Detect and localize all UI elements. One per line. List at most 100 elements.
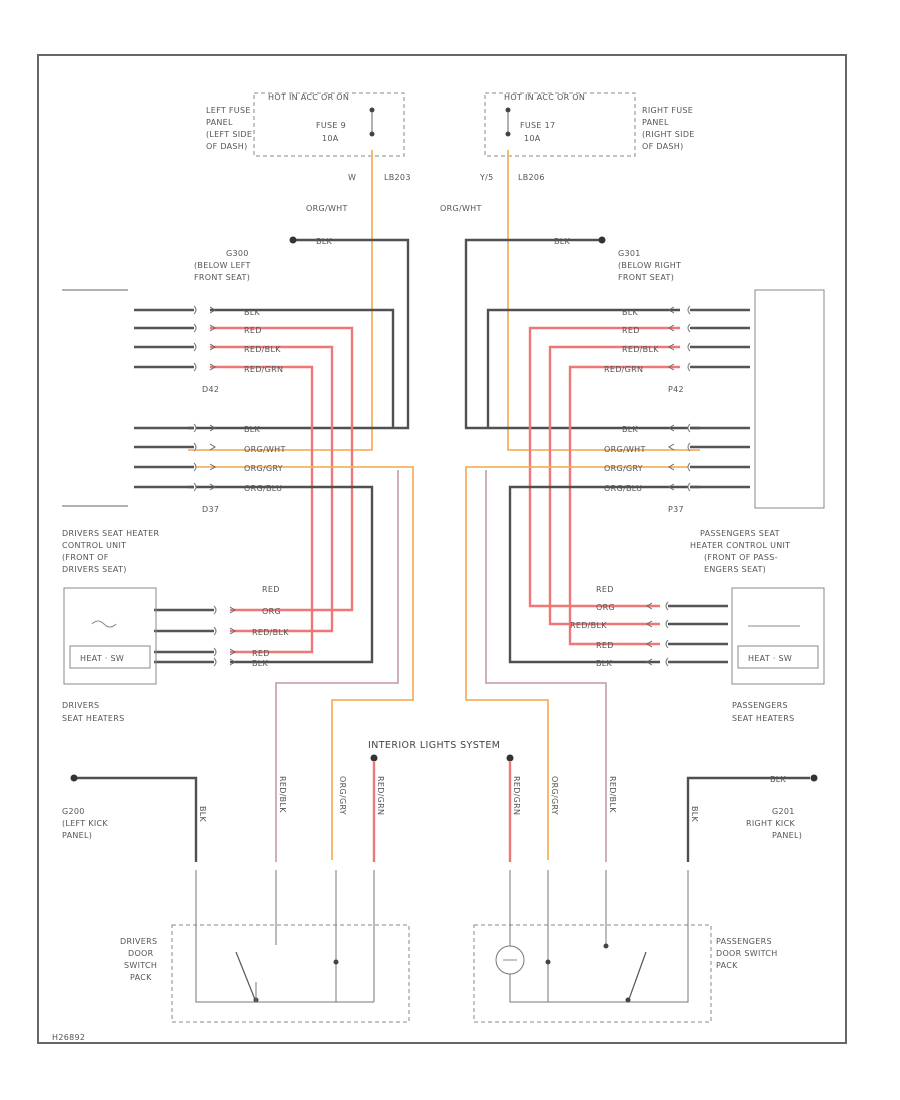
right-control-unit: PASSENGERS SEAT HEATER CONTROL UNIT (FRO… bbox=[690, 529, 825, 685]
connector-pin bbox=[668, 342, 750, 352]
svg-text:10A: 10A bbox=[322, 134, 339, 143]
left-d37-label: ORG/WHT bbox=[244, 445, 286, 454]
vertical-wire-label: BLK bbox=[690, 806, 699, 823]
right-p42-redblk bbox=[548, 345, 680, 626]
left-heater-title: DRIVERS bbox=[62, 701, 99, 710]
vertical-wire-label: RED/GRN bbox=[512, 776, 521, 815]
svg-text:OF DASH): OF DASH) bbox=[206, 142, 248, 151]
svg-text:PASSENGERS: PASSENGERS bbox=[716, 937, 772, 946]
svg-text:DRIVERS SEAT): DRIVERS SEAT) bbox=[62, 565, 127, 574]
feed-right-wire: ORG/WHT bbox=[440, 204, 482, 213]
connector-pin bbox=[134, 323, 216, 333]
svg-text:DRIVERS: DRIVERS bbox=[120, 937, 157, 946]
left-d42-blk bbox=[210, 308, 395, 428]
right-p37-label: BLK bbox=[622, 425, 639, 434]
svg-text:PANEL): PANEL) bbox=[62, 831, 92, 840]
right-module-box bbox=[754, 289, 825, 509]
svg-text:(FRONT OF: (FRONT OF bbox=[62, 553, 109, 562]
vertical-wire-label: ORG/GRY bbox=[550, 776, 559, 815]
right-kick-ground-wire bbox=[686, 776, 810, 862]
right-ground-symbol bbox=[598, 236, 606, 244]
left-fuse-block: HOT IN ACC OR ON FUSE 9 10A LEFT FUSE PA… bbox=[206, 92, 405, 157]
svg-text:10A: 10A bbox=[524, 134, 541, 143]
right-p37-orggry bbox=[465, 466, 700, 860]
svg-text:G200: G200 bbox=[62, 807, 85, 816]
left-d37-orgblu bbox=[188, 485, 374, 664]
svg-text:(FRONT OF PASS-: (FRONT OF PASS- bbox=[704, 553, 778, 562]
connector-pin bbox=[668, 482, 750, 492]
svg-text:ORG: ORG bbox=[262, 607, 281, 616]
right-door-switch-pack: PASSENGERS DOOR SWITCH PACK bbox=[473, 870, 778, 1023]
svg-text:RIGHT KICK: RIGHT KICK bbox=[746, 819, 795, 828]
left-ground-wire bbox=[188, 238, 410, 430]
svg-text:G201: G201 bbox=[772, 807, 795, 816]
right-p37-id: P37 bbox=[668, 505, 684, 514]
svg-text:FRONT SEAT): FRONT SEAT) bbox=[618, 273, 674, 282]
right-p42-id: P42 bbox=[668, 385, 684, 394]
right-feed-wire bbox=[507, 150, 700, 451]
left-pink-wire bbox=[275, 470, 399, 862]
left-d37-label: BLK bbox=[244, 425, 261, 434]
connector-pin bbox=[134, 362, 216, 372]
left-heater-title: SEAT HEATERS bbox=[62, 714, 125, 723]
svg-text:FRONT SEAT): FRONT SEAT) bbox=[194, 273, 250, 282]
svg-text:G301: G301 bbox=[618, 249, 641, 258]
connector-pin bbox=[668, 305, 750, 315]
interior-lights-label: INTERIOR LIGHTS SYSTEM bbox=[368, 740, 500, 751]
svg-text:FUSE 17: FUSE 17 bbox=[520, 121, 555, 130]
connector-pin bbox=[668, 323, 750, 333]
svg-text:RED: RED bbox=[252, 649, 270, 658]
svg-text:SWITCH: SWITCH bbox=[124, 961, 157, 970]
left-d42-label: RED bbox=[244, 326, 262, 335]
right-connector-pins bbox=[646, 305, 750, 667]
connector-pin bbox=[154, 626, 236, 636]
svg-text:(LEFT KICK: (LEFT KICK bbox=[62, 819, 108, 828]
left-d37-id: D37 bbox=[202, 505, 219, 514]
connector-pin bbox=[646, 657, 728, 667]
connector-pin bbox=[154, 647, 236, 657]
svg-text:HEAT · SW: HEAT · SW bbox=[748, 654, 792, 663]
right-fuse-block: HOT IN ACC OR ON FUSE 17 10A RIGHT FUSE … bbox=[484, 92, 694, 157]
left-d37-label: ORG/BLU bbox=[244, 484, 282, 493]
svg-text:(BELOW LEFT: (BELOW LEFT bbox=[194, 261, 251, 270]
vertical-wire-label: RED/BLK bbox=[278, 776, 287, 813]
connector-pin bbox=[646, 639, 728, 649]
svg-text:ENGERS SEAT): ENGERS SEAT) bbox=[704, 565, 766, 574]
right-p42-blk bbox=[486, 308, 680, 428]
svg-text:DOOR SWITCH: DOOR SWITCH bbox=[716, 949, 778, 958]
svg-text:DOOR: DOOR bbox=[128, 949, 154, 958]
connector-pin bbox=[668, 423, 750, 433]
svg-text:RED/BLK: RED/BLK bbox=[570, 621, 607, 630]
connector-pin bbox=[134, 462, 216, 472]
connector-pin bbox=[668, 362, 750, 372]
connector-pin bbox=[134, 482, 216, 492]
left-d42-label: RED/BLK bbox=[244, 345, 281, 354]
svg-text:RIGHT FUSE: RIGHT FUSE bbox=[642, 106, 693, 115]
svg-text:PASSENGERS SEAT: PASSENGERS SEAT bbox=[700, 529, 780, 538]
feed-right-conn: LB206 bbox=[518, 173, 545, 182]
svg-text:BLK: BLK bbox=[252, 659, 269, 668]
feed-left-wire: ORG/WHT bbox=[306, 204, 348, 213]
left-d42-redblk bbox=[210, 345, 334, 633]
right-heater-title: PASSENGERS bbox=[732, 701, 788, 710]
svg-text:PANEL: PANEL bbox=[642, 118, 669, 127]
svg-text:RED: RED bbox=[596, 585, 614, 594]
svg-text:(LEFT SIDE: (LEFT SIDE bbox=[206, 130, 252, 139]
right-p37-label: ORG/BLU bbox=[604, 484, 642, 493]
feed-left-conn: LB203 bbox=[384, 173, 411, 182]
right-heater-title: SEAT HEATERS bbox=[732, 714, 795, 723]
vertical-wire-label: RED/GRN bbox=[376, 776, 385, 815]
left-connector-pins bbox=[134, 305, 236, 667]
right-p42-redgrn bbox=[568, 365, 680, 646]
connector-pin bbox=[154, 605, 236, 615]
svg-text:HEAT · SW: HEAT · SW bbox=[80, 654, 124, 663]
right-p37-orgblu bbox=[508, 485, 700, 664]
connector-pin bbox=[134, 342, 216, 352]
right-ground-wire bbox=[464, 238, 700, 430]
connector-pin bbox=[668, 462, 750, 472]
svg-text:DRIVERS SEAT HEATER: DRIVERS SEAT HEATER bbox=[62, 529, 159, 538]
right-p42-label: RED/BLK bbox=[622, 345, 659, 354]
right-p42-label: RED/GRN bbox=[604, 365, 643, 374]
